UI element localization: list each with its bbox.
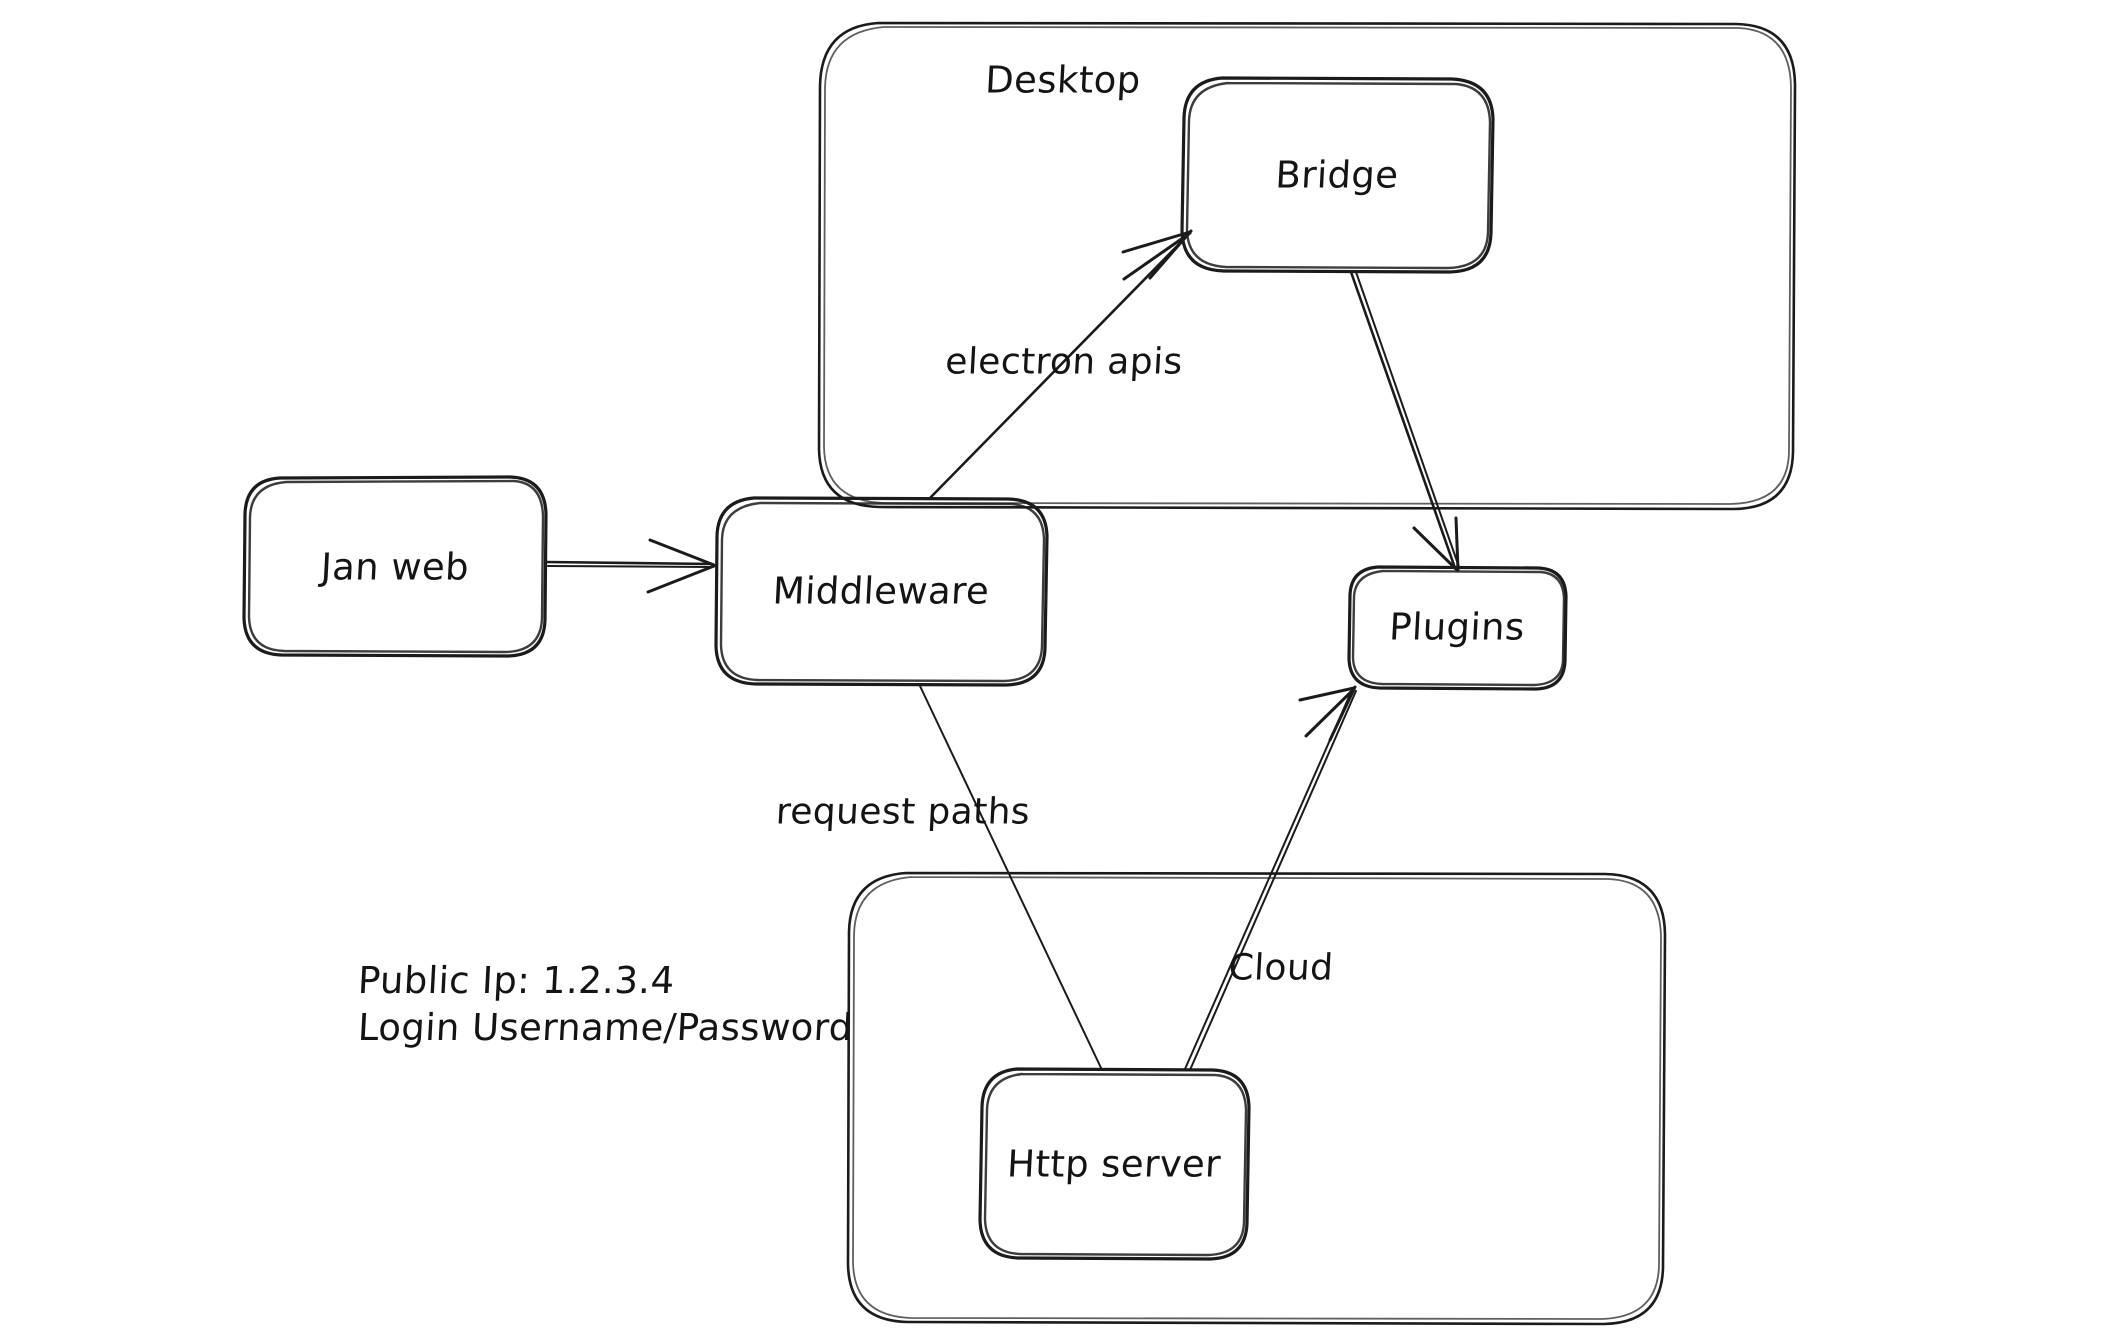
edge-janweb-to-middleware xyxy=(544,538,716,594)
node-label-http-server: Http server xyxy=(1006,1142,1222,1186)
connection-note-line-login: Login Username/Password xyxy=(356,1006,854,1050)
connection-note-line-public-ip: Public Ip: 1.2.3.4 xyxy=(356,959,676,1002)
edge-middleware-to-bridge xyxy=(928,229,1193,500)
node-plugins[interactable] xyxy=(1347,565,1568,691)
node-label-plugins: Plugins xyxy=(1388,605,1526,649)
edge-label-request-paths: request paths xyxy=(774,791,1032,833)
edge-bridge-to-plugins xyxy=(1349,270,1460,572)
node-http-server[interactable] xyxy=(978,1067,1251,1261)
edge-middleware-to-httpserver xyxy=(919,685,1103,1071)
group-label-desktop: Desktop xyxy=(984,58,1142,102)
group-cloud xyxy=(846,871,1667,1326)
edge-label-electron-apis: electron apis xyxy=(944,341,1184,383)
node-label-bridge: Bridge xyxy=(1274,153,1400,197)
group-desktop xyxy=(817,21,1797,511)
node-middleware[interactable] xyxy=(714,496,1049,687)
edge-label-cloud: Cloud xyxy=(1227,947,1335,989)
connection-note: Public Ip: 1.2.3.4 Login Username/Passwo… xyxy=(356,957,854,1052)
node-label-middleware: Middleware xyxy=(771,569,991,613)
node-bridge[interactable] xyxy=(1180,76,1495,274)
edge-httpserver-to-plugins xyxy=(1184,685,1357,1071)
node-label-jan-web: Jan web xyxy=(319,545,471,589)
node-jan-web[interactable] xyxy=(242,475,548,658)
